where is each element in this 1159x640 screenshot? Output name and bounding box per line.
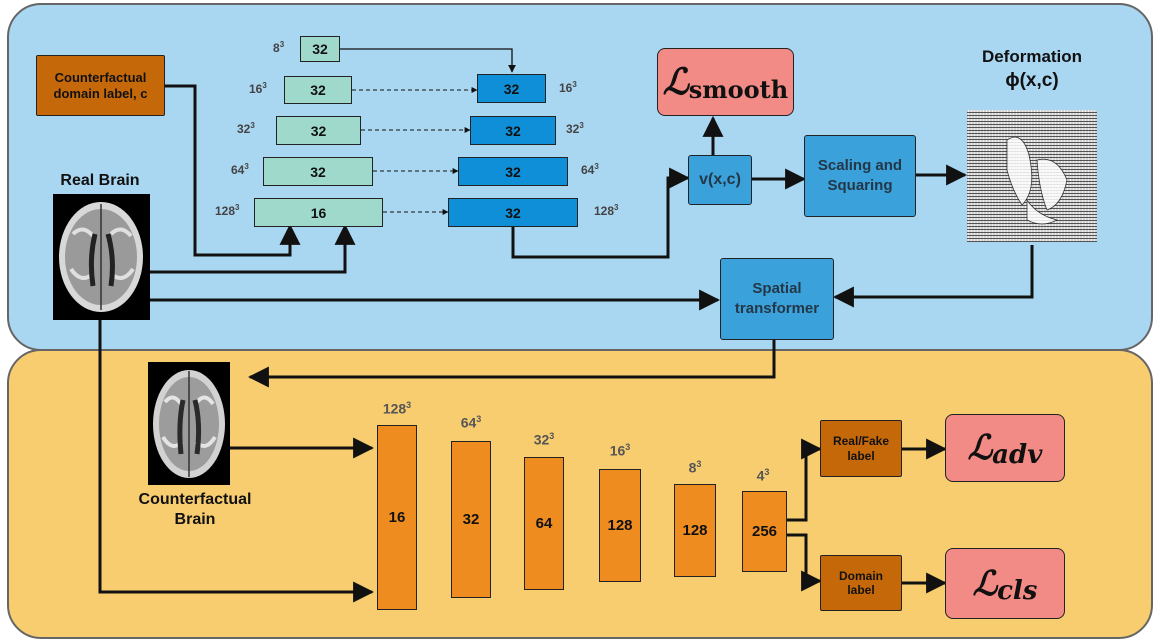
encoder-block-8: 32 xyxy=(300,36,340,62)
brain-mri-icon xyxy=(59,202,143,312)
encoder-block-128: 16 xyxy=(254,198,383,227)
disc-block-32: 64 xyxy=(524,457,564,590)
enc-size-label-3: 643 xyxy=(231,162,249,177)
scaling-squaring-box: Scaling and Squaring xyxy=(804,135,916,217)
dec-size-label-0: 163 xyxy=(559,80,577,95)
real-fake-label-box: Real/Fake label xyxy=(820,420,902,477)
decoder-block-32: 32 xyxy=(470,116,556,145)
counterfactual-brain-caption: Counterfactual Brain xyxy=(138,491,252,528)
dec-size-label-3: 1283 xyxy=(594,203,619,218)
enc-size-label-1: 163 xyxy=(249,81,267,96)
spatial-transformer-box: Spatial transformer xyxy=(720,258,834,340)
deformation-formula: ϕ(x,c) xyxy=(1005,70,1059,91)
encoder-block-32: 32 xyxy=(276,116,361,145)
disc-size-label-2: 323 xyxy=(533,431,555,448)
deformation-grid-image xyxy=(967,110,1097,242)
brain-mri-icon xyxy=(153,370,225,478)
decoder-block-128: 32 xyxy=(448,198,578,227)
dec-size-label-1: 323 xyxy=(566,121,584,136)
counterfactual-brain-image xyxy=(148,362,230,485)
disc-block-16: 128 xyxy=(599,469,641,582)
disc-size-label-4: 83 xyxy=(688,459,702,476)
disc-size-label-1: 643 xyxy=(460,414,482,431)
enc-size-label-2: 323 xyxy=(237,121,255,136)
disc-size-label-5: 43 xyxy=(756,467,770,484)
decoder-block-64: 32 xyxy=(458,157,568,186)
disc-block-64: 32 xyxy=(451,441,491,598)
disc-size-label-0: 1283 xyxy=(382,400,412,417)
counterfactual-domain-label-box: Counterfactual domain label, c xyxy=(36,55,165,116)
real-brain-image xyxy=(53,194,150,320)
enc-size-label-4: 1283 xyxy=(215,203,240,218)
deformation-title: Deformation xyxy=(981,47,1083,66)
dec-size-label-2: 643 xyxy=(581,162,599,177)
encoder-block-64: 32 xyxy=(263,157,373,186)
decoder-block-16: 32 xyxy=(477,74,546,103)
disc-size-label-3: 163 xyxy=(609,442,631,459)
encoder-block-16: 32 xyxy=(284,76,352,104)
enc-size-label-0: 83 xyxy=(273,40,285,55)
warp-grid-icon xyxy=(967,110,1097,242)
disc-block-128: 16 xyxy=(377,425,417,610)
real-brain-caption: Real Brain xyxy=(60,172,140,189)
velocity-field-box: v(x,c) xyxy=(688,155,752,205)
disc-block-4: 256 xyxy=(742,491,787,572)
disc-block-8: 128 xyxy=(674,484,716,577)
domain-label-box: Domain label xyxy=(820,555,902,611)
